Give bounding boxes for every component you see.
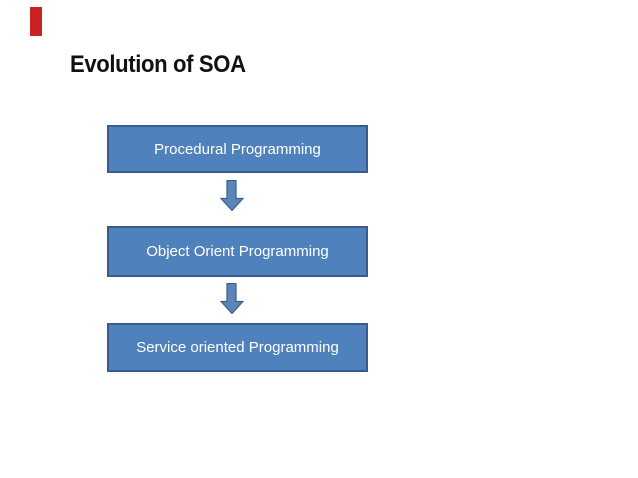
- flow-box-service-oriented-programming: Service oriented Programming: [107, 323, 368, 372]
- flow-box-label: Procedural Programming: [154, 140, 321, 158]
- flow-box-procedural-programming: Procedural Programming: [107, 125, 368, 173]
- flow-box-label: Object Orient Programming: [146, 243, 329, 260]
- down-arrow-icon: [220, 180, 244, 211]
- flow-box-object-orient-programming: Object Orient Programming: [107, 226, 368, 277]
- red-accent-bar: [30, 7, 42, 36]
- down-arrow-icon: [220, 283, 244, 314]
- flow-box-label: Service oriented Programming: [136, 339, 339, 356]
- slide-title: Evolution of SOA: [70, 51, 246, 78]
